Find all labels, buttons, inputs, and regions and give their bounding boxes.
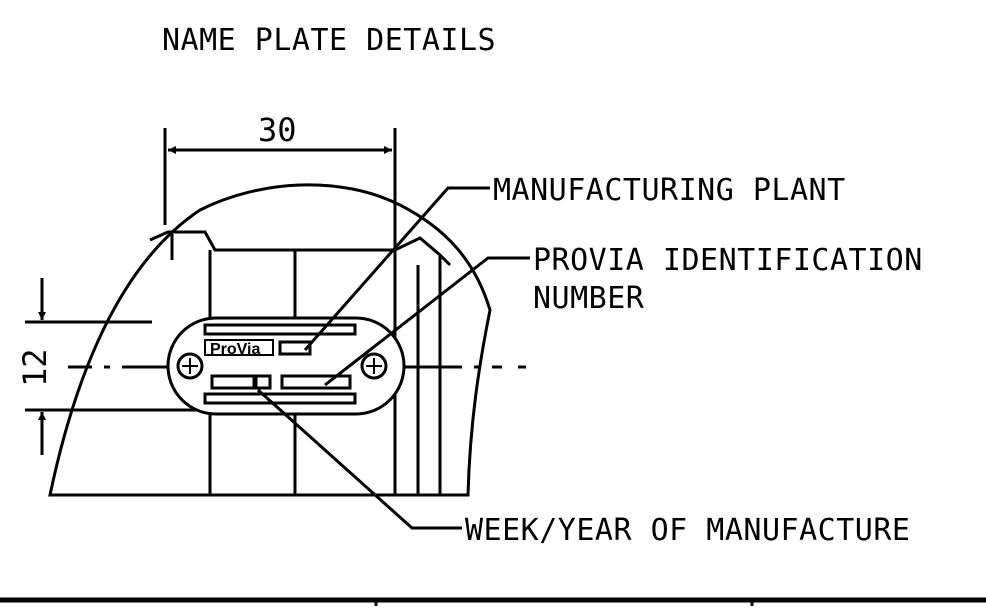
- width-dimension: [163, 128, 397, 250]
- drawing-title: NAME PLATE DETAILS: [162, 23, 496, 58]
- leader-week-year: [256, 388, 462, 530]
- mounting-hole-right: [360, 352, 388, 380]
- height-dimension-value: 12: [16, 348, 54, 387]
- year-field: [254, 374, 272, 390]
- title-block-border: [0, 597, 986, 606]
- callout-provia-id-line1: PROVIA IDENTIFICATION: [533, 243, 923, 278]
- plate-logo-box: [204, 339, 274, 356]
- width-dimension-value: 30: [258, 111, 297, 149]
- callout-provia-id-line2: NUMBER: [533, 281, 645, 316]
- plate-top-bar: [203, 323, 357, 336]
- mounting-hole-left: [176, 352, 204, 380]
- height-dimension: [25, 278, 205, 455]
- callout-manufacturing-plant: MANUFACTURING PLANT: [493, 173, 846, 208]
- week-field: [210, 374, 256, 390]
- leader-provia-id: [324, 256, 530, 387]
- plate-bottom-bar: [203, 392, 357, 405]
- leader-lines: [256, 186, 530, 530]
- callout-week-year: WEEK/YEAR OF MANUFACTURE: [465, 513, 910, 548]
- name-plate: ProVia: [166, 316, 406, 416]
- provia-logo: ProVia: [210, 341, 261, 358]
- leader-manufacturing-plant: [303, 186, 490, 351]
- manufacturing-plant-field: [278, 340, 312, 356]
- provia-id-field: [280, 374, 352, 390]
